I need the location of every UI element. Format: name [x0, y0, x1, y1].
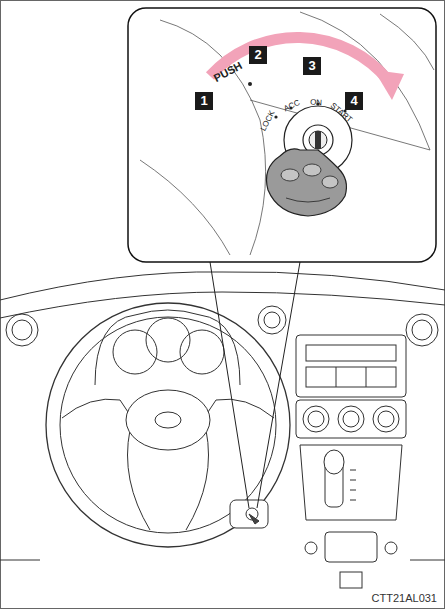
inset-frame — [128, 8, 436, 262]
dashboard — [0, 272, 445, 588]
figure-code: CTT21AL031 — [372, 593, 437, 604]
column-shroud — [140, 12, 434, 255]
callout-number: 3 — [303, 57, 321, 75]
leader-lines — [210, 262, 300, 508]
key — [267, 149, 347, 216]
callout-number: 1 — [195, 92, 213, 110]
switch-position-label: ON — [310, 99, 323, 108]
callout-number: 2 — [249, 46, 267, 64]
callout-number: 4 — [345, 92, 363, 110]
arrow-head — [374, 70, 404, 100]
